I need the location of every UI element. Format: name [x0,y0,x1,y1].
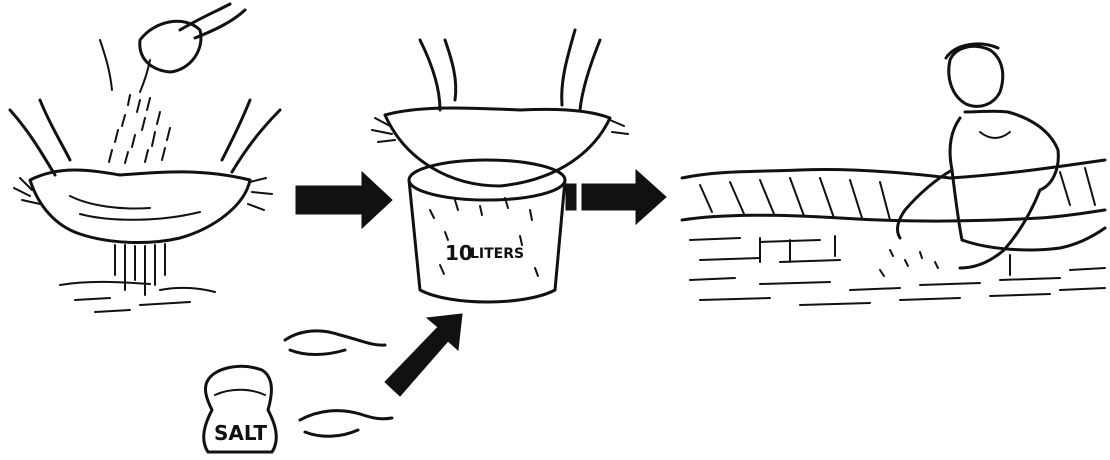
arrow-right-icon [566,170,666,224]
sowing-seeds-field-scene [682,44,1105,305]
bucket-capacity-unit: LITERS [470,246,524,262]
salt-sack-label: SALT [214,421,267,445]
pouring-seeds-into-cloth-scene [10,4,280,312]
bucket-capacity-number: 10 [445,241,473,265]
cloth-into-bucket-scene: 10 LITERS [372,30,628,302]
adding-salt-scene: SALT [204,331,392,452]
arrow-up-right-icon [385,314,462,396]
arrow-right-icon [296,172,392,228]
